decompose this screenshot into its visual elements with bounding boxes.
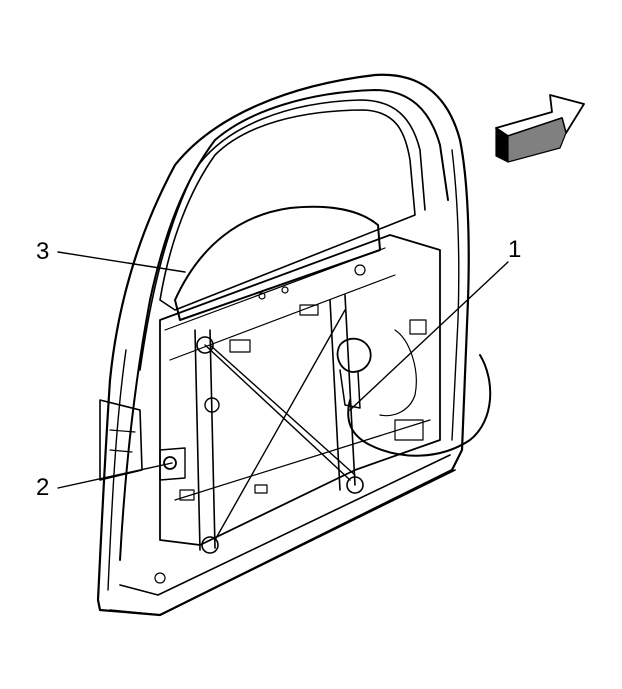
regulator-rail-front — [194, 329, 216, 551]
hinge-detail — [109, 429, 136, 453]
callout-2-leader — [57, 462, 173, 489]
window-frame-inner — [139, 99, 426, 371]
door-sill — [109, 454, 456, 616]
inner-panel-edge — [164, 247, 431, 501]
window-glass — [174, 205, 381, 321]
wiring-harness-inner — [379, 329, 417, 417]
pulley-mid — [204, 397, 220, 413]
callout-label-3: 3 — [36, 238, 50, 265]
regulator-cable — [204, 309, 356, 541]
regulator-motor-housing — [339, 369, 361, 409]
forward-direction-arrow-icon — [495, 94, 585, 163]
wiring-harness — [347, 354, 492, 457]
callout-3-leader — [57, 251, 186, 273]
regulator-rail-rear — [329, 294, 356, 491]
callout-label-2: 2 — [36, 474, 50, 501]
pulley-lower-front — [201, 536, 219, 554]
mounting-bolt — [163, 456, 177, 470]
window-frame-outer — [119, 89, 449, 561]
regulator-motor — [336, 337, 372, 373]
door-trim-right — [451, 149, 460, 441]
window-opening — [159, 109, 416, 311]
pulley-lower-rear — [346, 476, 364, 494]
callout-label-1: 1 — [508, 236, 522, 263]
door-trim-left — [107, 349, 127, 591]
mounting-bracket — [159, 447, 186, 481]
callout-1-leader — [349, 261, 509, 411]
door-outer-shell — [96, 73, 470, 617]
pulley-upper-front — [196, 336, 214, 354]
panel-holes — [154, 264, 427, 584]
